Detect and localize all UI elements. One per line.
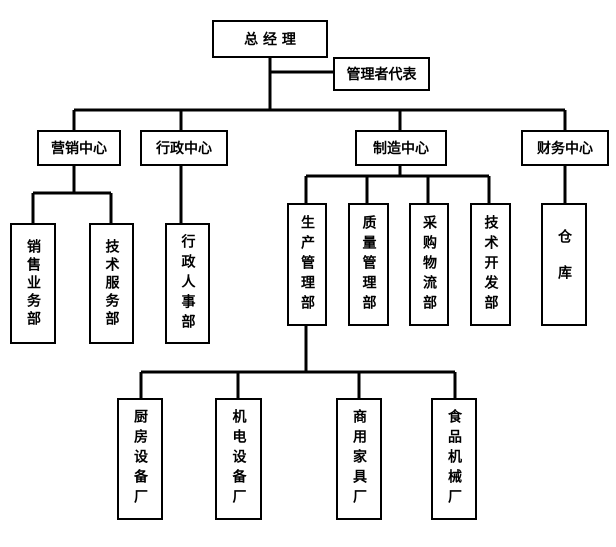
node-general-manager: 总 经 理	[212, 20, 328, 58]
node-admin-center: 行政中心	[140, 130, 228, 166]
node-label: 仓库	[556, 228, 572, 301]
node-finance-center: 财务中心	[521, 130, 609, 166]
node-admin-hr-dept: 行政人事部	[165, 223, 210, 344]
node-sales-dept: 销售业务部	[10, 223, 56, 344]
node-label: 管理者代表	[346, 67, 417, 83]
node-label: 行政人事部	[179, 233, 196, 334]
node-label: 食品机械厂	[446, 409, 462, 509]
node-label: 行政中心	[156, 141, 212, 157]
node-production-dept: 生产管理部	[287, 203, 327, 326]
node-label: 营销中心	[51, 141, 107, 157]
node-tech-dev-dept: 技术开发部	[470, 203, 511, 326]
node-label: 机电设备厂	[230, 409, 247, 509]
node-food-machinery-factory: 食品机械厂	[431, 398, 477, 520]
node-label: 总 经 理	[244, 32, 296, 48]
node-warehouse: 仓库	[541, 203, 587, 326]
node-kitchen-factory: 厨房设备厂	[117, 398, 163, 520]
node-label: 商用家具厂	[351, 409, 367, 509]
node-label: 生产管理部	[299, 214, 315, 315]
node-management-representative: 管理者代表	[333, 57, 430, 91]
node-quality-dept: 质量管理部	[348, 203, 389, 326]
node-label: 技术开发部	[482, 214, 499, 315]
node-label: 财务中心	[537, 141, 593, 157]
node-logistics-dept: 采购物流部	[409, 203, 449, 326]
node-label: 技术服务部	[103, 238, 120, 329]
node-marketing-center: 营销中心	[37, 130, 121, 166]
node-electro-factory: 机电设备厂	[215, 398, 262, 520]
node-label: 质量管理部	[360, 214, 377, 315]
node-label: 销售业务部	[25, 238, 41, 329]
node-furniture-factory: 商用家具厂	[336, 398, 382, 520]
node-label: 制造中心	[373, 141, 429, 157]
node-label: 采购物流部	[421, 214, 437, 315]
node-manufacturing-center: 制造中心	[355, 130, 447, 166]
node-tech-service-dept: 技术服务部	[89, 223, 134, 344]
node-label: 厨房设备厂	[132, 409, 148, 509]
